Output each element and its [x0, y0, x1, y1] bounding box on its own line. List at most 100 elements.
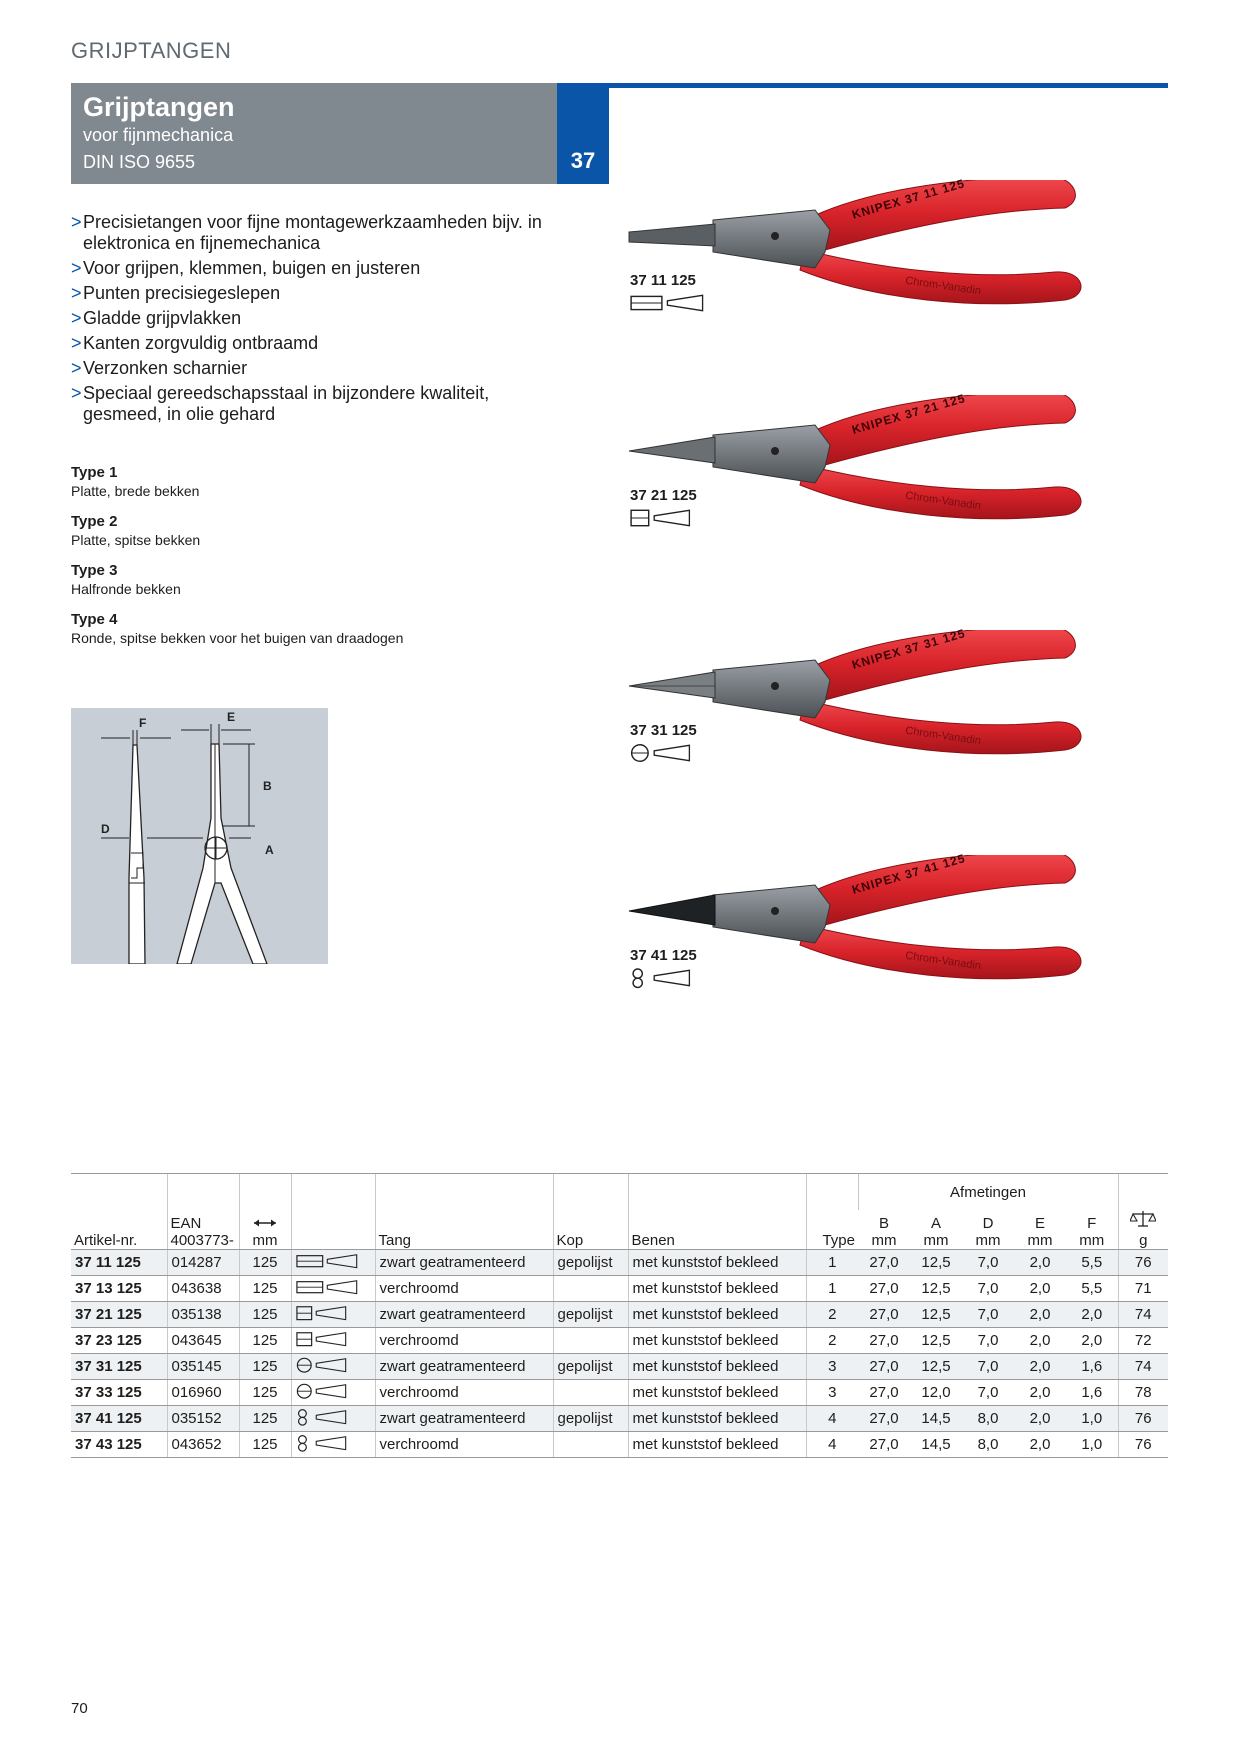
- th-b-label: B: [878, 1215, 889, 1232]
- cell-kop: [552, 1327, 628, 1354]
- cell-d: 7,0: [962, 1327, 1014, 1354]
- type-description: Platte, spitse bekken: [71, 532, 201, 548]
- type-description: Halfronde bekken: [71, 581, 181, 597]
- th-weight-unit: g: [1139, 1232, 1148, 1249]
- th-benen: Benen: [627, 1210, 806, 1250]
- cell-a: 14,5: [910, 1431, 962, 1458]
- label-f: F: [139, 716, 146, 730]
- cell-benen: met kunststof bekleed: [627, 1249, 806, 1276]
- type-name: Type 2: [71, 513, 118, 530]
- feature-item: >Precisietangen voor fijne montagewerkza…: [71, 212, 551, 254]
- th-artikel: Artikel-nr.: [71, 1210, 167, 1250]
- th-ean-top: EAN: [170, 1215, 202, 1232]
- cell-jaw-icon: [290, 1379, 375, 1406]
- feature-text: Precisietangen voor fijne montagewerkzaa…: [83, 212, 542, 253]
- cell-kop: gepolijst: [552, 1249, 628, 1276]
- jaw-profile-icon: [630, 507, 692, 534]
- th-blank-1: [71, 1173, 167, 1210]
- cell-ean: 043638: [166, 1275, 239, 1302]
- cell-jaw-icon: [290, 1405, 375, 1432]
- th-type: Type: [805, 1210, 858, 1250]
- feature-text: Gladde grijpvlakken: [83, 308, 242, 328]
- cell-a: 14,5: [910, 1405, 962, 1432]
- cell-e: 2,0: [1014, 1405, 1066, 1432]
- cell-ean: 043645: [166, 1327, 239, 1354]
- page-subtitle: voor fijnmechanica: [83, 125, 234, 145]
- cell-ean: 035145: [166, 1353, 239, 1380]
- cell-f: 5,5: [1066, 1275, 1118, 1302]
- th-ean-bottom: 4003773-: [170, 1232, 234, 1249]
- cell-f: 5,5: [1066, 1249, 1118, 1276]
- cell-tang: zwart geatramenteerd: [374, 1249, 553, 1276]
- cell-a: 12,5: [910, 1249, 962, 1276]
- cell-tang: zwart geatramenteerd: [374, 1353, 553, 1380]
- cell-length: 125: [238, 1301, 291, 1328]
- cell-benen: met kunststof bekleed: [627, 1327, 806, 1354]
- cell-weight: 71: [1117, 1275, 1168, 1302]
- th-d-label: D: [982, 1215, 994, 1232]
- cell-type: 2: [805, 1301, 858, 1328]
- cell-weight: 76: [1117, 1405, 1168, 1432]
- product-number-label: 37 41 125: [630, 947, 697, 964]
- cell-e: 2,0: [1014, 1275, 1066, 1302]
- cell-weight: 78: [1117, 1379, 1168, 1406]
- pliers-illustration: [628, 390, 1082, 520]
- th-blank-3: [238, 1173, 291, 1210]
- cell-b: 27,0: [858, 1275, 910, 1302]
- cell-kop: gepolijst: [552, 1301, 628, 1328]
- cell-d: 7,0: [962, 1301, 1014, 1328]
- th-a-unit: mm: [923, 1232, 949, 1249]
- th-blank-5: [374, 1173, 553, 1210]
- cell-a: 12,5: [910, 1275, 962, 1302]
- th-e-unit: mm: [1027, 1232, 1053, 1249]
- cell-length: 125: [238, 1405, 291, 1432]
- cell-weight: 74: [1117, 1353, 1168, 1380]
- cell-ean: 014287: [166, 1249, 239, 1276]
- cell-d: 7,0: [962, 1249, 1014, 1276]
- pliers-illustration: [628, 625, 1082, 755]
- cell-length: 125: [238, 1431, 291, 1458]
- th-f-unit: mm: [1079, 1232, 1105, 1249]
- cell-tang: verchroomd: [374, 1275, 553, 1302]
- cell-f: 1,0: [1066, 1431, 1118, 1458]
- cell-e: 2,0: [1014, 1431, 1066, 1458]
- feature-item: >Gladde grijpvlakken: [71, 308, 551, 329]
- product-number-label: 37 11 125: [630, 272, 696, 289]
- blue-rule: [557, 83, 1168, 88]
- feature-item: >Speciaal gereedschapsstaal in bijzonder…: [71, 383, 551, 425]
- th-blank-14: [1117, 1173, 1168, 1210]
- th-d-unit: mm: [975, 1232, 1001, 1249]
- feature-text: Punten precisiegeslepen: [83, 283, 281, 303]
- title-banner: Grijptangen voor fijnmechanica DIN ISO 9…: [71, 83, 557, 184]
- th-afmetingen: Afmetingen: [857, 1173, 1118, 1210]
- cell-d: 7,0: [962, 1353, 1014, 1380]
- cell-f: 2,0: [1066, 1301, 1118, 1328]
- cell-jaw-icon: [290, 1327, 375, 1354]
- cell-ean: 043652: [166, 1431, 239, 1458]
- cell-artikel: 37 33 125: [71, 1379, 167, 1406]
- cell-tang: verchroomd: [374, 1379, 553, 1406]
- cell-e: 2,0: [1014, 1353, 1066, 1380]
- cell-artikel: 37 31 125: [71, 1353, 167, 1380]
- cell-f: 1,6: [1066, 1353, 1118, 1380]
- cell-tang: verchroomd: [374, 1327, 553, 1354]
- cell-kop: [552, 1379, 628, 1406]
- cell-length: 125: [238, 1379, 291, 1406]
- cell-jaw-icon: [290, 1301, 375, 1328]
- cell-d: 8,0: [962, 1405, 1014, 1432]
- cell-benen: met kunststof bekleed: [627, 1431, 806, 1458]
- cell-artikel: 37 13 125: [71, 1275, 167, 1302]
- cell-f: 1,0: [1066, 1405, 1118, 1432]
